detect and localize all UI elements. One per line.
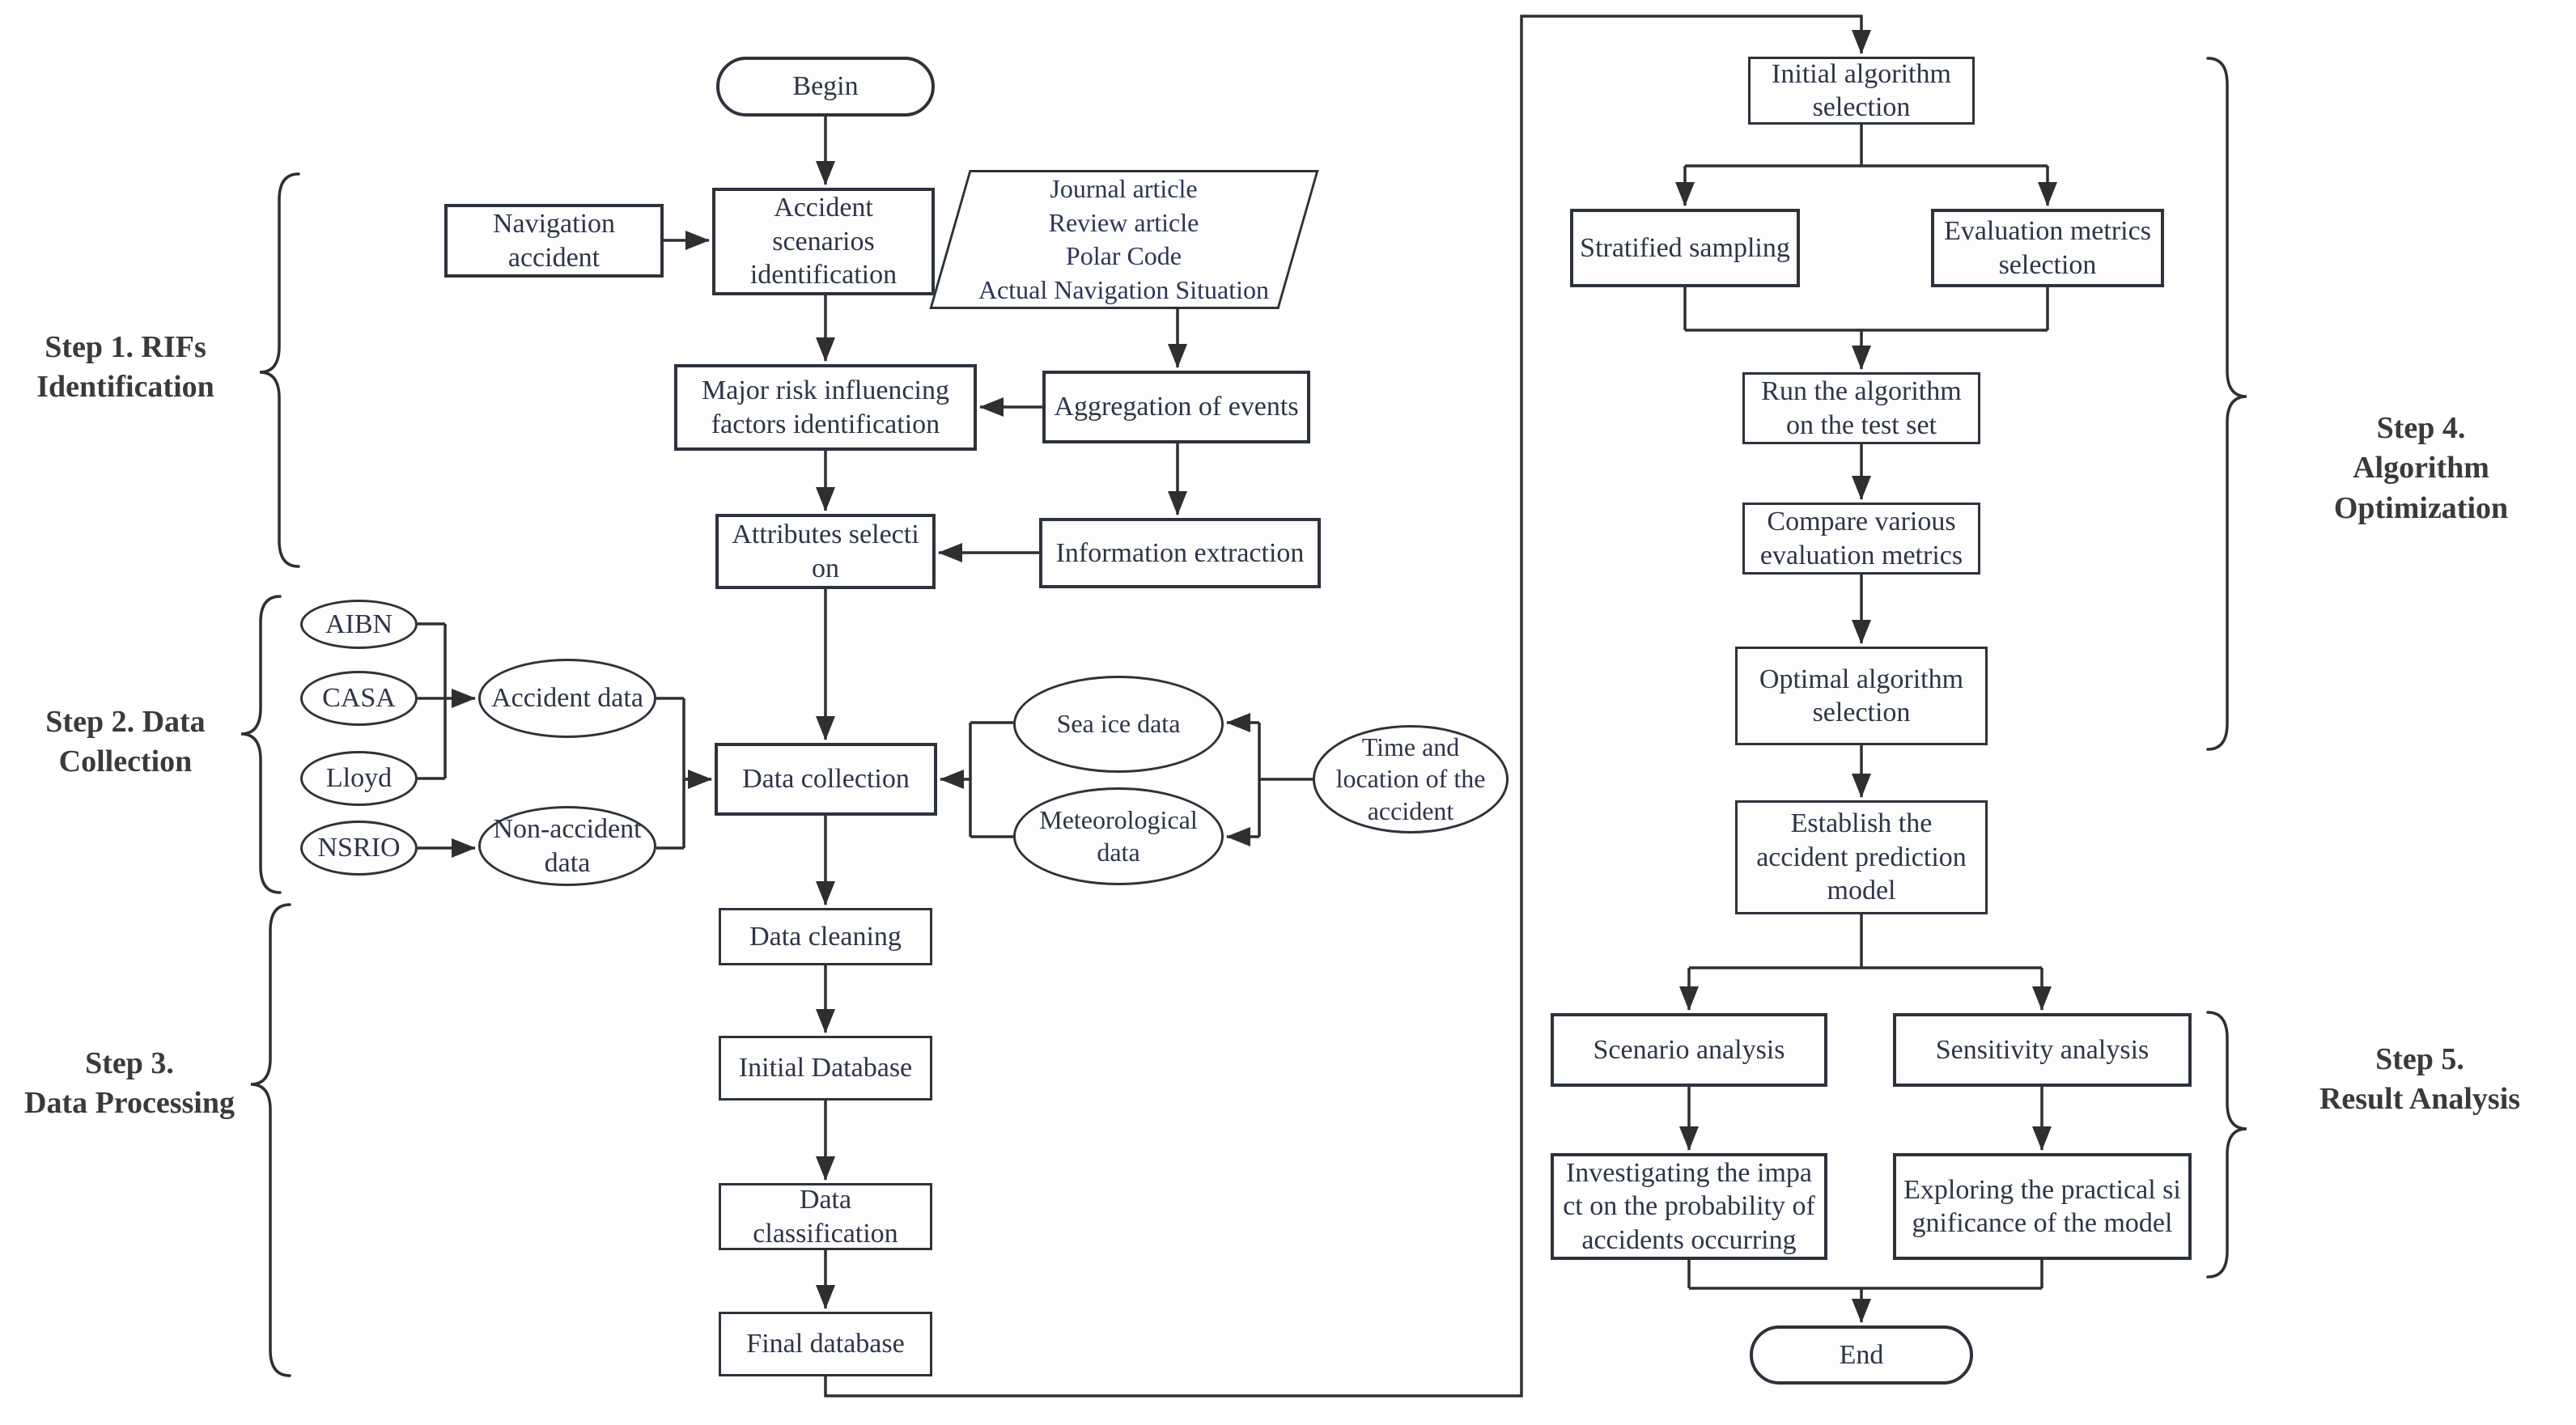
node-data-cleaning: Data cleaning [719,908,932,965]
node-exploring-significance: Exploring the practical significance of … [1893,1153,2192,1260]
node-casa: CASA [300,671,418,726]
node-investigating-impact: Investigating the impact on the probabil… [1551,1153,1827,1260]
node-meteorological-data: Meteorological data [1013,787,1224,885]
connector-finaldb-to-initial-algorithm [824,15,1871,1397]
node-aggregation: Aggregation of events [1042,371,1310,443]
node-accident-scenarios: Accident scenarios identification [712,188,935,295]
node-literature-parallelogram: Journal article Review article Polar Cod… [929,170,1319,309]
bus-sources [418,622,447,780]
node-information-extraction: Information extraction [1039,518,1321,588]
step2-label: Step 2. Data Collection [8,702,243,782]
brace-step5 [2206,1011,2247,1279]
step2-label-line1: Step 2. Data [45,705,206,739]
node-time-location: Time and location of the accident [1313,725,1509,833]
literature-line: Actual Navigation Situation [978,274,1270,304]
node-optimal-algorithm: Optimal algorithm selection [1735,647,1988,745]
node-initial-database: Initial Database [719,1036,932,1101]
node-scenario-analysis: Scenario analysis [1551,1013,1827,1087]
brace-step1 [259,172,300,568]
literature-line: Polar Code [1066,241,1182,270]
node-lloyd: Lloyd [300,751,418,806]
brace-step4 [2206,57,2247,751]
node-establish-model: Establish the accident prediction model [1735,800,1988,914]
node-data-collection: Data collection [715,743,937,816]
node-sensitivity-analysis: Sensitivity analysis [1893,1013,2192,1087]
step5-label-line2: Result Analysis [2319,1082,2521,1117]
begin-terminator: Begin [716,57,935,117]
bus-env-left [969,721,1013,838]
end-terminator: End [1750,1325,1973,1385]
literature-lines: Journal article Review article Polar Cod… [978,172,1269,307]
node-navigation-accident: Navigation accident [444,204,664,278]
node-final-database: Final database [719,1312,932,1376]
node-aibn: AIBN [300,600,418,649]
node-data-classification: Data classification [719,1183,932,1250]
step3-label: Step 3. Data Processing [8,1044,251,1124]
node-compare-metrics: Compare various evaluation metrics [1742,503,1980,575]
merge-analysis [1687,1260,2043,1290]
node-initial-algorithm: Initial algorithm selection [1748,57,1975,125]
bus-data-left [656,697,696,850]
node-stratified-sampling: Stratified sampling [1570,209,1800,287]
node-evaluation-metrics: Evaluation metrics selection [1931,209,2164,287]
node-major-risk: Major risk influencing factors identific… [674,364,977,451]
split-establish [1689,914,2042,969]
step2-label-line2: Collection [58,744,193,779]
node-run-algorithm: Run the algorithm on the test set [1742,372,1980,444]
brace-step2 [240,595,282,894]
node-attributes-selection: Attributes selection [715,514,936,589]
merge-sampling-metrics [1683,287,2049,332]
node-non-accident-data: Non-accident data [478,806,656,886]
step1-label-line1: Step 1. RIFs [45,330,206,364]
literature-line: Review article [1049,207,1199,237]
step5-label-line1: Step 5. [2375,1042,2464,1076]
step1-label: Step 1. RIFs Identification [8,328,243,408]
node-sea-ice-data: Sea ice data [1013,676,1224,773]
step4-label-line2: Algorithm Optimization [2333,451,2509,525]
node-nsrio: NSRIO [300,821,418,876]
bus-time-location [1258,723,1313,837]
step4-label-line1: Step 4. [2376,411,2466,445]
step1-label-line2: Identification [36,370,214,405]
literature-line: Journal article [1050,173,1199,203]
node-accident-data: Accident data [478,659,656,738]
step4-label: Step 4. Algorithm Optimization [2266,409,2576,528]
step3-label-line1: Step 3. [85,1046,174,1080]
split-initial-algorithm [1685,125,2048,168]
step3-label-line2: Data Processing [24,1086,235,1121]
brace-step3 [250,903,291,1377]
step5-label: Step 5. Result Analysis [2282,1040,2557,1120]
